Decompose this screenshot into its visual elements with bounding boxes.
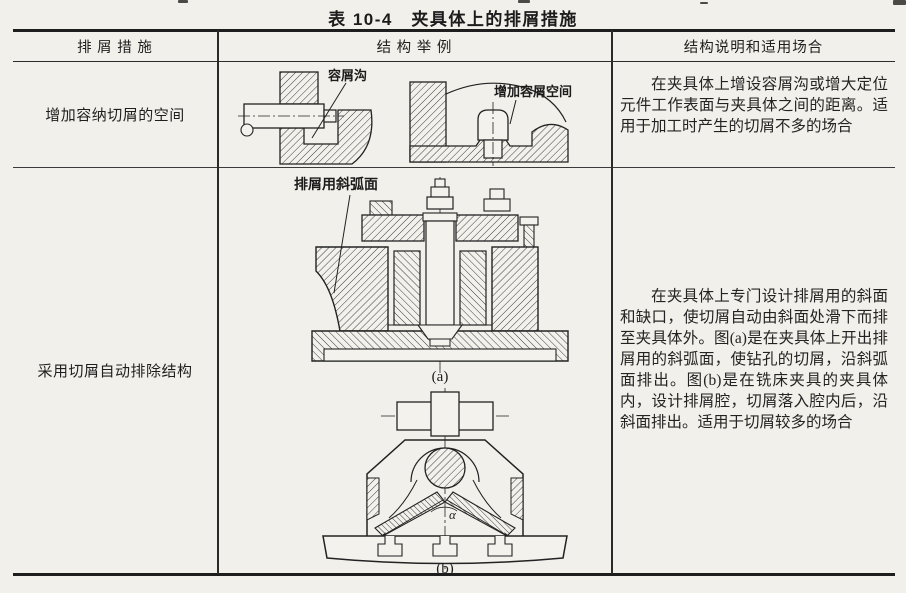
leader-line	[311, 82, 347, 139]
t-slot	[432, 536, 458, 557]
drill-jig-drawing: 排屑用斜弧面 (a)	[294, 176, 569, 385]
table-bottom-rule	[13, 573, 895, 576]
label-inclined-arc-surface: 排屑用斜弧面	[294, 176, 378, 192]
figure-a-drill-jig: 排屑用斜弧面 (a)	[290, 173, 590, 388]
table-title: 表 10-4 夹具体上的排屑措施	[328, 10, 578, 29]
scan-artifact	[178, 0, 188, 3]
t-slot	[487, 536, 513, 557]
column-divider-2	[611, 30, 613, 574]
workpiece-mandrel	[425, 220, 455, 326]
chip-space-drawing: 增加容屑空间	[409, 81, 572, 166]
leader-line	[333, 194, 351, 294]
caption-b: (b)	[436, 561, 454, 576]
row2-measure: 采用切屑自动排除结构	[37, 364, 193, 380]
header-divider-rule	[13, 61, 895, 63]
label-increase-space: 增加容屑空间	[494, 84, 572, 99]
pin-cross-section	[424, 447, 466, 489]
scan-artifact	[700, 2, 708, 4]
figure-b-milling-fixture: α (b)	[305, 386, 585, 576]
inclined-arc-surface	[315, 246, 389, 332]
header-examples: 结 构 举 例	[376, 40, 453, 56]
row-divider-rule	[13, 167, 895, 169]
label-chip-groove: 容屑沟	[327, 68, 367, 83]
t-slot	[377, 536, 403, 557]
chip-groove-drawing: 容屑沟	[238, 68, 373, 165]
row1-measure: 增加容纳切屑的空间	[45, 108, 185, 124]
column-divider-1	[217, 30, 219, 574]
figure-increase-chip-space: 增加容屑空间	[398, 70, 583, 170]
drill-bushing	[393, 250, 421, 326]
table-top-rule	[13, 29, 895, 32]
label-angle-alpha: α	[449, 507, 457, 522]
row2-description: 在夹具体上专门设计排屑用的斜面和缺口，使切屑自动由斜面处滑下而排至夹具体外。图(…	[620, 288, 888, 431]
chip-chute	[374, 491, 446, 537]
header-measure: 排 屑 措 施	[77, 40, 153, 56]
scan-artifact	[518, 0, 530, 3]
milling-fixture-drawing: α (b)	[322, 388, 568, 576]
clamp-nut	[426, 196, 454, 210]
workpiece-outline	[445, 82, 567, 123]
row1-description: 在夹具体上增设容屑沟或增大定位元件工作表面与夹具体之间的距离。适用于加工时产生的…	[620, 76, 888, 135]
jig-plate	[361, 214, 425, 242]
figure-chip-groove: 容屑沟	[236, 68, 396, 168]
caption-a: (a)	[432, 369, 449, 385]
scan-artifact	[893, 0, 906, 5]
header-explanation: 结构说明和适用场合	[683, 40, 824, 56]
fixture-body-section	[279, 109, 373, 165]
leader-line	[509, 99, 517, 125]
